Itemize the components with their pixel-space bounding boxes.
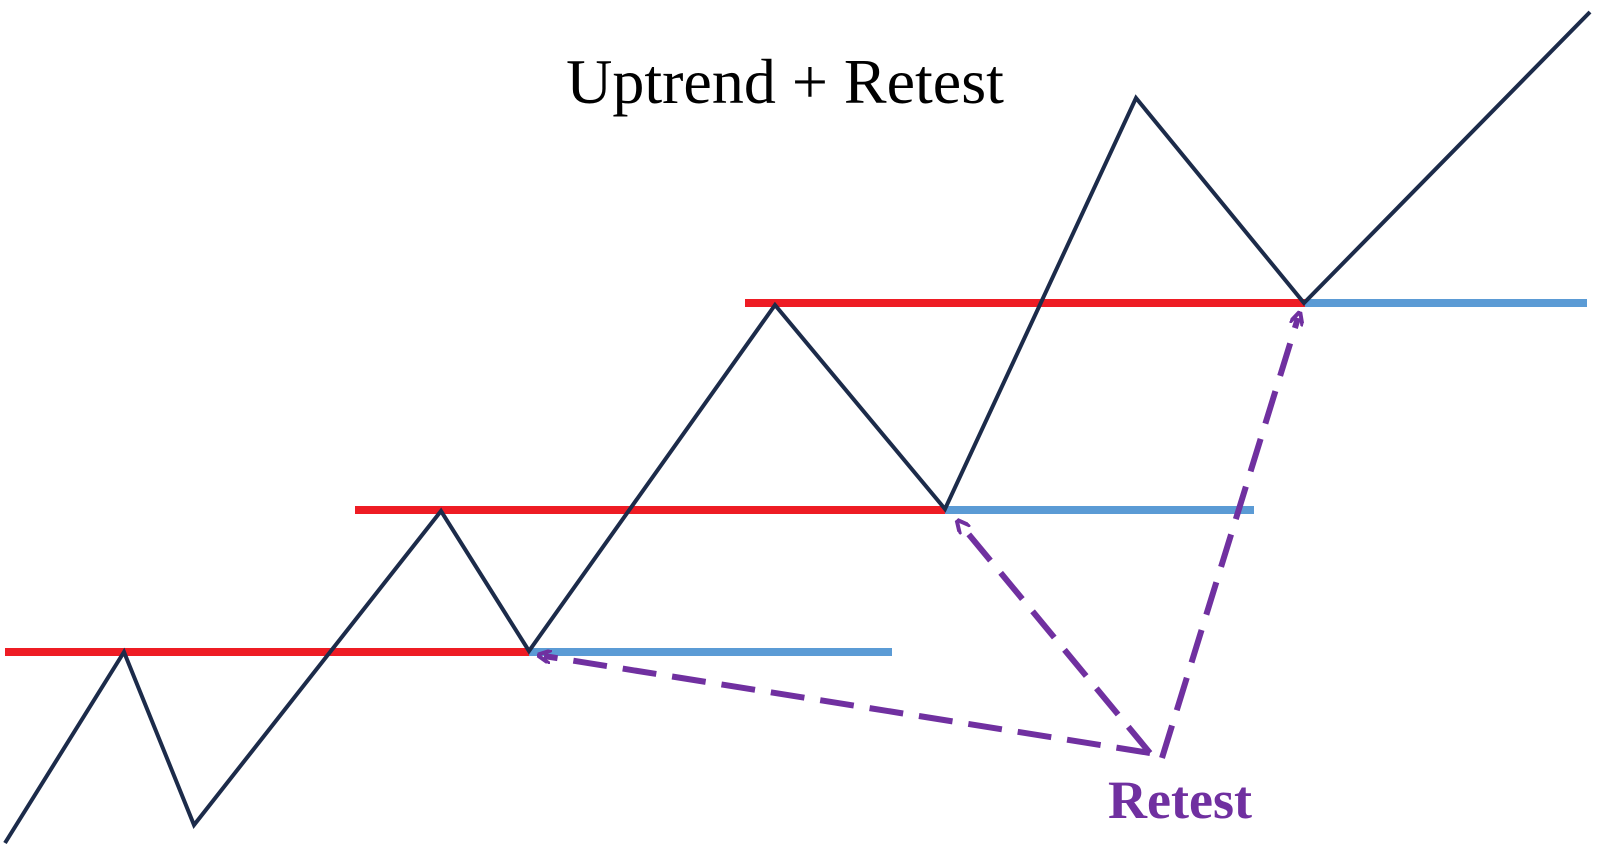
- page-title: Uptrend + Retest: [566, 46, 1004, 117]
- retest-arrow-1: [544, 656, 1151, 756]
- retest-arrow-3: [1159, 318, 1298, 759]
- price-path: [3, 10, 1592, 845]
- retest-label: Retest: [1108, 770, 1252, 830]
- retest-arrow-2: [961, 525, 1153, 755]
